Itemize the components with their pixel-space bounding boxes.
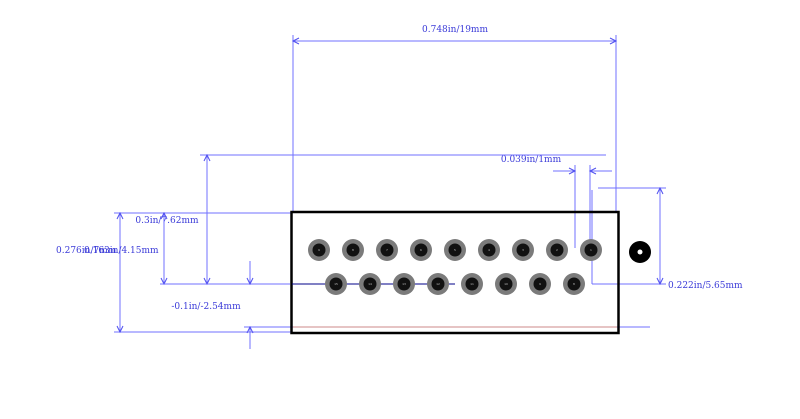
svg-text:4: 4 — [488, 248, 490, 252]
svg-text:5: 5 — [454, 248, 456, 252]
pad: 5 — [444, 239, 466, 261]
pad: 15 — [325, 273, 347, 295]
pad: 8 — [563, 273, 585, 295]
height-dimension: 0.276in/7mm 0.163in/4.15mm — [56, 211, 292, 334]
svg-text:8: 8 — [573, 282, 575, 286]
pad: 14 — [359, 273, 381, 295]
svg-text:13: 13 — [402, 282, 406, 286]
svg-text:1: 1 — [590, 248, 592, 252]
pad: 6 — [410, 239, 432, 261]
width-dimension: 0.748in/19mm — [291, 25, 618, 212]
pad: 9 — [308, 239, 330, 261]
height-a-label: 0.276in/7mm — [56, 246, 117, 256]
row-spacing-dimension: 0.3in/7.62mm — [135, 153, 606, 286]
svg-text:3: 3 — [522, 248, 524, 252]
svg-text:15: 15 — [334, 282, 338, 286]
svg-text:11: 11 — [470, 282, 474, 286]
row-spacing-label: 0.3in/7.62mm — [135, 216, 199, 226]
height-b-label: 0.163in/4.15mm — [84, 246, 159, 256]
connector-outline — [290, 210, 620, 335]
svg-text:6: 6 — [420, 248, 422, 252]
width-label: 0.748in/19mm — [422, 25, 488, 35]
pad: 4 — [478, 239, 500, 261]
pad: 12 — [427, 273, 449, 295]
pad-diameter-dimension: 0.039in/1mm — [501, 155, 612, 248]
pad: 9 — [529, 273, 551, 295]
pad: 8 — [342, 239, 364, 261]
bottom-row-pads: 15 14 13 12 11 10 9 8 — [325, 273, 585, 295]
pad: 7 — [376, 239, 398, 261]
pad: 10 — [495, 273, 517, 295]
pad: 2 — [546, 239, 568, 261]
pin1-marker — [629, 241, 651, 263]
svg-text:2: 2 — [556, 248, 558, 252]
svg-text:7: 7 — [386, 248, 388, 252]
svg-text:10: 10 — [504, 282, 508, 286]
svg-text:9: 9 — [539, 282, 541, 286]
right-offset-dimension: 0.222in/5.65mm — [591, 186, 743, 291]
right-offset-label: 0.222in/5.65mm — [668, 281, 743, 291]
pad: 11 — [461, 273, 483, 295]
pad-diameter-label: 0.039in/1mm — [501, 155, 562, 165]
pad: 1 — [580, 239, 602, 261]
svg-text:9: 9 — [318, 248, 320, 252]
top-row-pads: 9 8 7 6 5 4 3 2 1 — [308, 239, 602, 261]
offset-label: -0.1in/-2.54mm — [171, 302, 241, 312]
svg-text:8: 8 — [352, 248, 354, 252]
svg-text:12: 12 — [436, 282, 440, 286]
svg-text:14: 14 — [368, 282, 372, 286]
pad: 13 — [393, 273, 415, 295]
pad: 3 — [512, 239, 534, 261]
